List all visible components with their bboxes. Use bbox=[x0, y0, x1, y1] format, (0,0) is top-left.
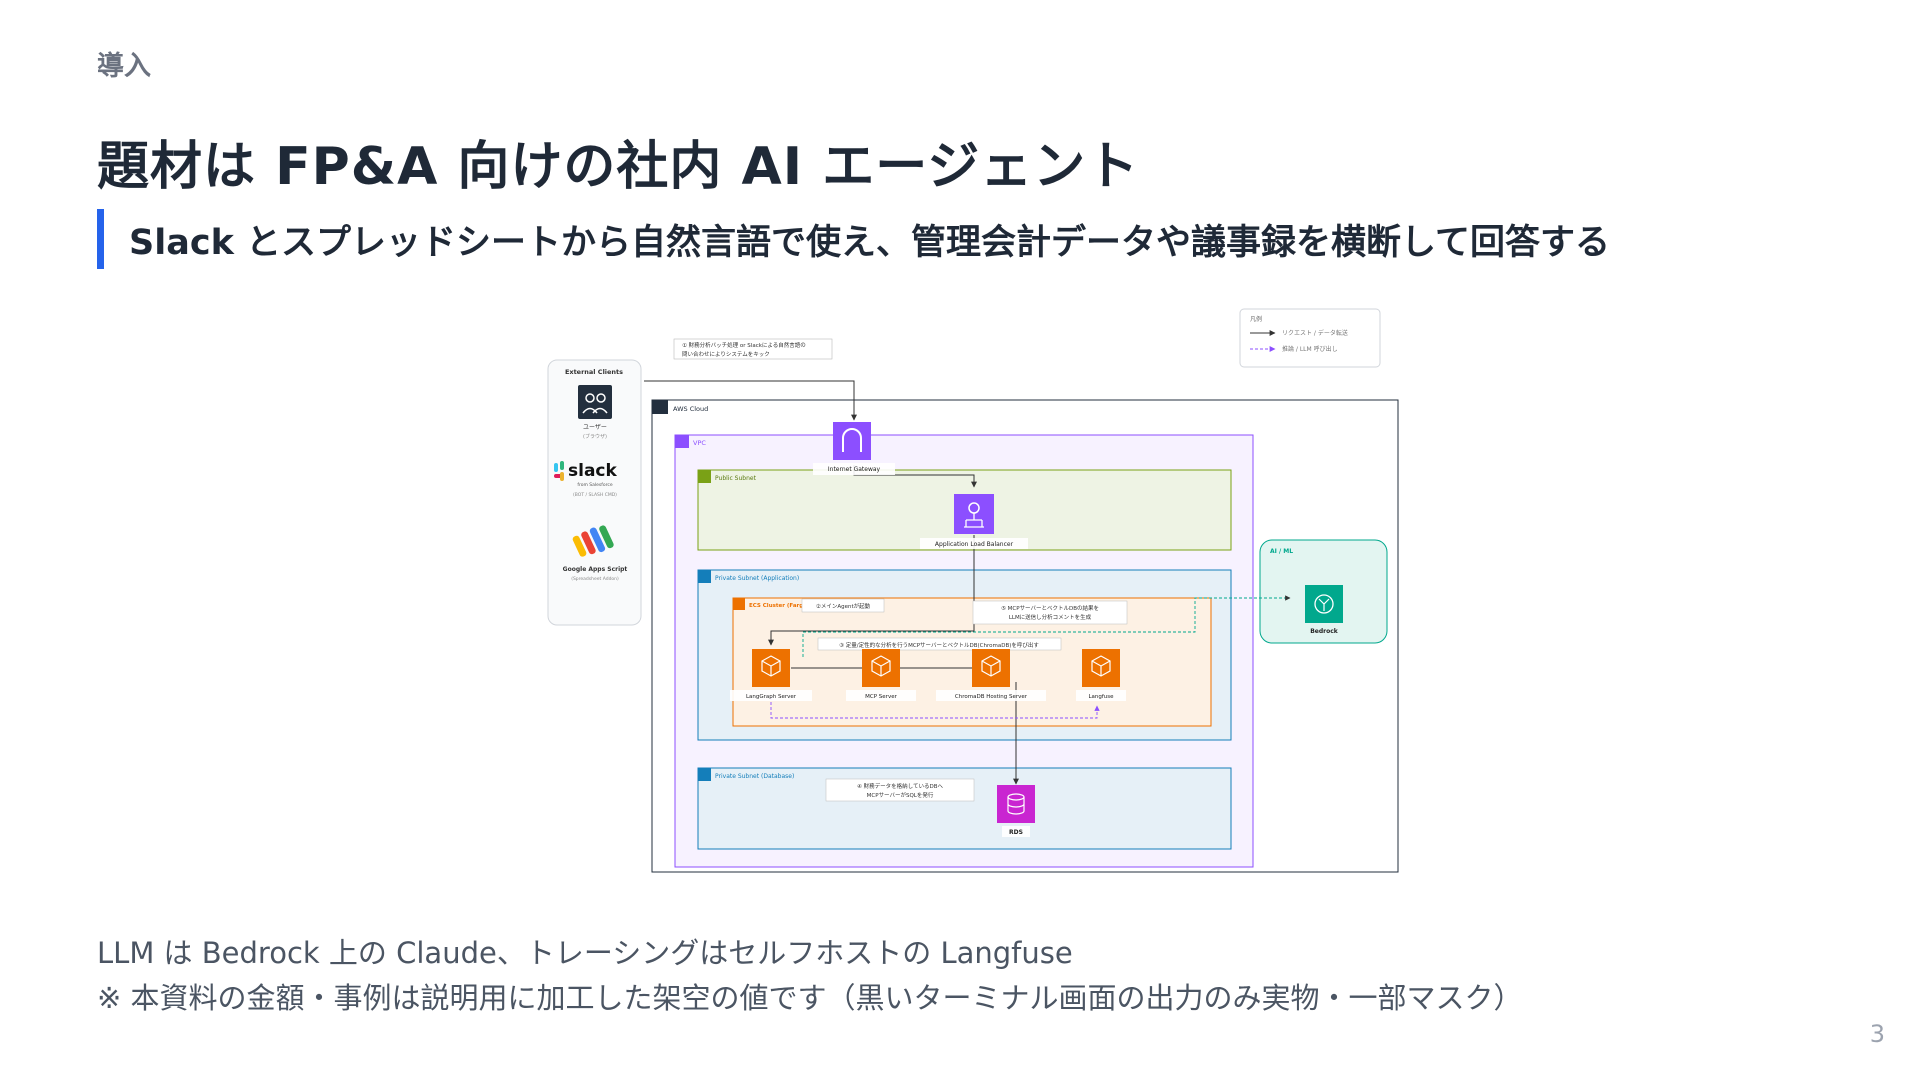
slide-title: 題材は FP&A 向けの社内 AI エージェント bbox=[97, 137, 1140, 197]
public-subnet-icon bbox=[698, 470, 711, 483]
step4-line2: MCPサーバーがSQLを発行 bbox=[867, 791, 934, 799]
flow-arrows bbox=[644, 380, 1291, 785]
bedrock: Bedrock bbox=[1305, 585, 1343, 635]
alb-label: Application Load Balancer bbox=[935, 541, 1014, 548]
step5-line1: ⑤ MCPサーバーとベクトルDBの結果を bbox=[1001, 604, 1099, 612]
legend: 凡例 リクエスト / データ転送 推論 / LLM 呼び出し bbox=[1239, 308, 1381, 368]
rds-label: RDS bbox=[1009, 829, 1023, 836]
service-chromadb: ChromaDB Hosting Server bbox=[936, 649, 1046, 701]
bedrock-label: Bedrock bbox=[1310, 628, 1339, 635]
user-sub: (ブラウザ) bbox=[583, 433, 607, 440]
architecture-diagram-svg: 凡例 リクエスト / データ転送 推論 / LLM 呼び出し External … bbox=[547, 308, 1399, 873]
service-langfuse: Langfuse bbox=[1076, 649, 1126, 701]
service-mcp: MCP Server bbox=[846, 649, 916, 701]
step5-line2: LLMに送信し分析コメントを生成 bbox=[1009, 613, 1092, 621]
step4-note: ④ 財務データを格納しているDBへ MCPサーバーがSQLを発行 bbox=[825, 778, 975, 802]
kick-note-line1: ① 財務分析バッチ処理 or Slackによる自然言語の bbox=[682, 341, 806, 349]
page-number: 3 bbox=[1869, 1020, 1885, 1048]
ecs-cluster-icon bbox=[733, 598, 745, 610]
slack-sub: from Salesforce bbox=[577, 482, 612, 488]
service-langgraph: LangGraph Server bbox=[730, 649, 812, 701]
legend-solid-label: リクエスト / データ転送 bbox=[1282, 329, 1348, 337]
gas-sub: (Spreadsheet Addon) bbox=[571, 576, 619, 582]
footnote-disclaimer: ※ 本資料の金額・事例は説明用に加工した架空の値です（黒いターミナル画面の出力の… bbox=[97, 981, 1523, 1015]
ai-ml-label: AI / ML bbox=[1270, 548, 1293, 555]
rds-database-icon bbox=[997, 785, 1035, 823]
slack-wordmark: slack bbox=[568, 461, 617, 481]
internet-gateway: Internet Gateway bbox=[813, 422, 895, 475]
user-label: ユーザー bbox=[583, 424, 607, 431]
vpc-label: VPC bbox=[693, 439, 706, 447]
step2-note: ②メインAgentが起動 bbox=[801, 598, 885, 613]
service-langfuse-label: Langfuse bbox=[1088, 694, 1114, 700]
step4-line1: ④ 財務データを格納しているDBへ bbox=[857, 782, 944, 790]
user-icon bbox=[578, 385, 612, 419]
application-load-balancer: Application Load Balancer bbox=[920, 494, 1028, 549]
aws-cloud-label: AWS Cloud bbox=[673, 405, 708, 413]
gas-label: Google Apps Script bbox=[563, 566, 628, 573]
external-clients-title: External Clients bbox=[565, 368, 623, 376]
internet-gateway-label: Internet Gateway bbox=[828, 466, 881, 473]
subtitle-block: Slack とスプレッドシートから自然言語で使え、管理会計データや議事録を横断し… bbox=[97, 209, 1610, 269]
internet-gateway-icon bbox=[833, 422, 871, 460]
footnote-llm: LLM は Bedrock 上の Claude、トレーシングはセルフホストの L… bbox=[97, 936, 1073, 970]
aws-cloud-icon bbox=[652, 400, 668, 414]
external-clients-panel: External Clients ユーザー (ブラウザ) slack from … bbox=[547, 359, 642, 626]
private-subnet-app-label: Private Subnet (Application) bbox=[715, 575, 799, 582]
private-subnet-app-icon bbox=[698, 570, 711, 583]
service-mcp-label: MCP Server bbox=[865, 694, 897, 700]
architecture-diagram: 凡例 リクエスト / データ転送 推論 / LLM 呼び出し External … bbox=[540, 305, 1400, 885]
slack-logo-icon bbox=[554, 461, 564, 481]
kick-note: ① 財務分析バッチ処理 or Slackによる自然言語の 問い合わせによりシステ… bbox=[673, 338, 833, 360]
kick-note-line2: 問い合わせによりシステムをキック bbox=[682, 350, 770, 358]
step2-text: ②メインAgentが起動 bbox=[816, 602, 871, 610]
service-chromadb-label: ChromaDB Hosting Server bbox=[955, 694, 1028, 700]
step3-note: ③ 定量/定性的な分析を行うMCPサーバーとベクトルDB(ChromaDB)を呼… bbox=[817, 637, 1062, 651]
slide-subtitle: Slack とスプレッドシートから自然言語で使え、管理会計データや議事録を横断し… bbox=[129, 222, 1610, 263]
step3-text: ③ 定量/定性的な分析を行うMCPサーバーとベクトルDB(ChromaDB)を呼… bbox=[839, 641, 1039, 649]
service-langgraph-label: LangGraph Server bbox=[746, 694, 797, 700]
google-apps-script-icon bbox=[572, 525, 614, 557]
public-subnet-label: Public Subnet bbox=[715, 475, 757, 482]
legend-dashed-label: 推論 / LLM 呼び出し bbox=[1282, 345, 1338, 353]
private-subnet-db-label: Private Subnet (Database) bbox=[715, 773, 794, 780]
vpc-icon bbox=[675, 435, 689, 448]
legend-title: 凡例 bbox=[1250, 315, 1262, 323]
ecs-cluster-label: ECS Cluster (Fargate) bbox=[749, 603, 816, 609]
rds: RDS bbox=[997, 785, 1035, 837]
slack-caption: (BOT / SLASH CMD) bbox=[573, 492, 617, 498]
step5-note: ⑤ MCPサーバーとベクトルDBの結果を LLMに送信し分析コメントを生成 bbox=[972, 600, 1128, 625]
private-subnet-db-icon bbox=[698, 768, 711, 781]
subtitle-accent-bar bbox=[97, 209, 104, 269]
section-label: 導入 bbox=[97, 51, 151, 82]
